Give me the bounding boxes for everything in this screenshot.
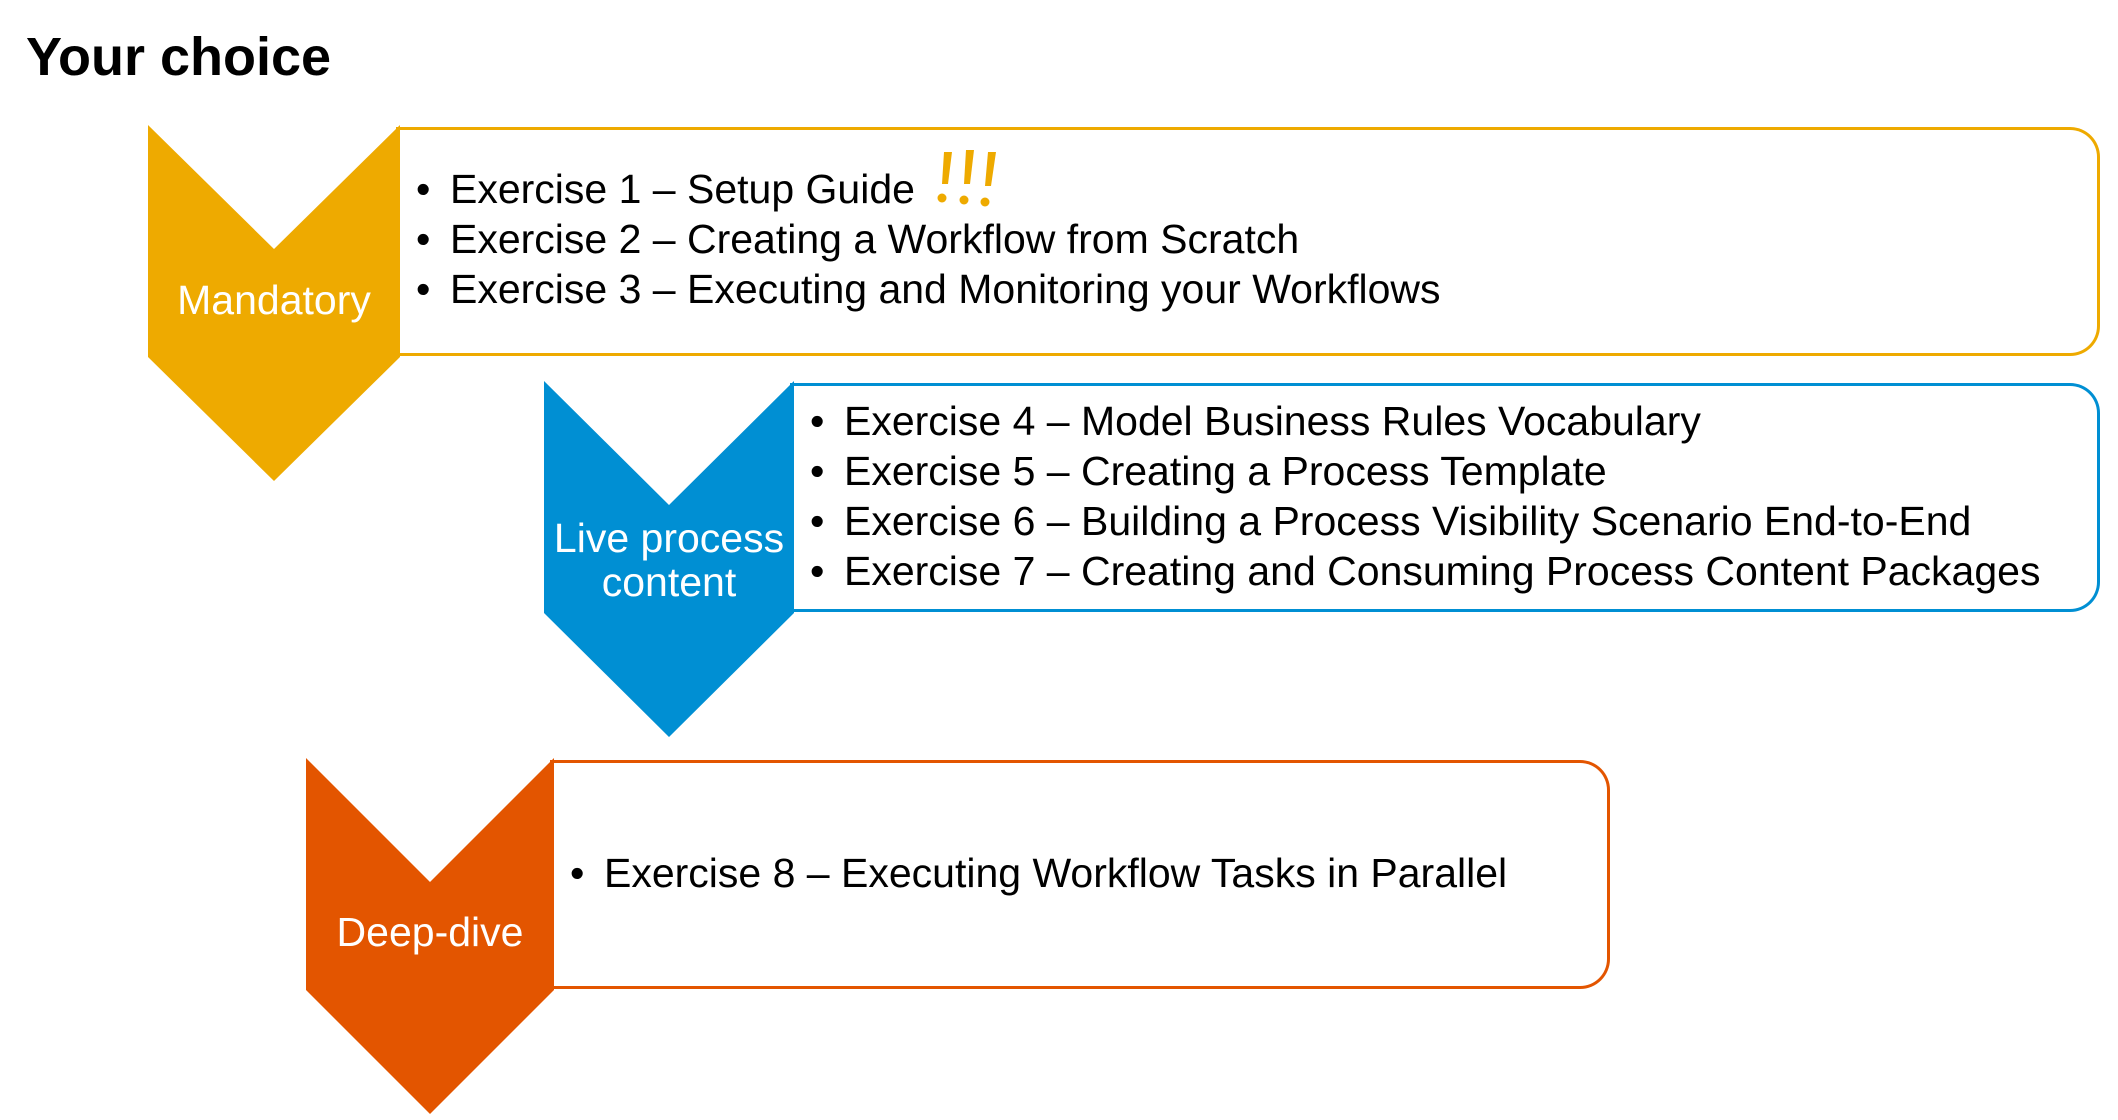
exercise-1-label: Exercise 1 – Setup Guide [450,166,915,212]
list-item: • Exercise 6 – Building a Process Visibil… [810,496,2040,546]
list-item: • Exercise 3 – Executing and Monitoring y… [416,264,1441,314]
list-item: • Exercise 7 – Creating and Consuming Pro… [810,546,2040,596]
live-process-content-box [790,383,2100,612]
bullet: • [416,266,431,312]
bullet: • [810,448,825,494]
mandatory-label: Mandatory [177,277,371,323]
deep-dive-chevron [306,758,554,1114]
exercise-6-label: Exercise 6 – Building a Process Visibili… [844,498,1972,544]
list-item: • Exercise 8 – Executing Workflow Tasks i… [570,848,1507,898]
bullet: • [416,166,431,212]
bullet: • [810,398,825,444]
live-process-label: Live process content [553,515,785,605]
exercise-5-label: Exercise 5 – Creating a Process Template [844,448,1607,494]
exercise-2-label: Exercise 2 – Creating a Workflow from Sc… [450,216,1300,262]
page-title: Your choice [26,27,332,87]
list-item: • Exercise 1 – Setup Guide [416,164,1441,214]
mandatory-content-box [396,127,2100,356]
exercise-3-label: Exercise 3 – Executing and Monitoring yo… [450,266,1441,312]
deep-dive-label: Deep-dive [336,909,524,955]
bullet: • [810,548,825,594]
bullet: • [810,498,825,544]
exercise-8-label: Exercise 8 – Executing Workflow Tasks in… [604,850,1508,896]
exercise-4-label: Exercise 4 – Model Business Rules Vocabu… [844,398,1701,444]
mandatory-chevron [148,125,400,481]
mandatory-exercise-list: • Exercise 1 – Setup Guide • Exercise 2 – … [416,164,1441,314]
deep-dive-content-box [550,760,1610,989]
bullet: • [416,216,431,262]
deep-dive-exercise-list: • Exercise 8 – Executing Workflow Tasks i… [570,848,1507,898]
list-item: • Exercise 2 – Creating a Workflow from S… [416,214,1441,264]
exclamation-marks-icon [937,150,996,207]
exercise-7-label: Exercise 7 – Creating and Consuming Proc… [844,548,2041,594]
live-process-chevron [544,381,794,737]
live-process-exercise-list: • Exercise 4 – Model Business Rules Vocab… [810,396,2040,596]
bullet: • [570,850,585,896]
list-item: • Exercise 4 – Model Business Rules Vocab… [810,396,2040,446]
list-item: • Exercise 5 – Creating a Process Templat… [810,446,2040,496]
